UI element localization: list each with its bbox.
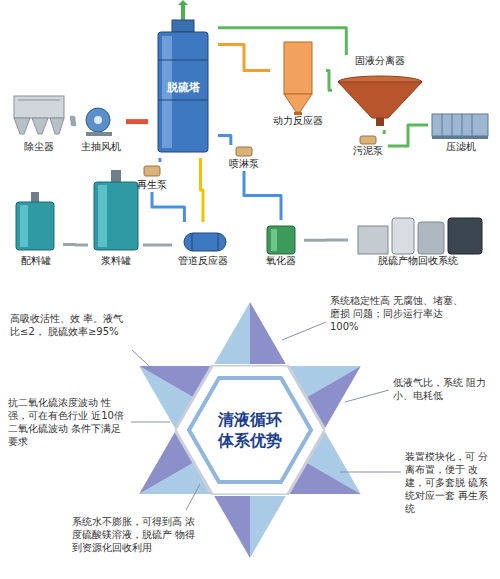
equipment-label-box: 除尘器 [8, 90, 70, 154]
pipe-connector [383, 130, 386, 134]
equipment-label: 喷淋泵 [229, 158, 259, 170]
equipment-label: 脱硫塔 [167, 81, 200, 95]
advantage-callout: 装置模块化，可 分离布置，便于 改建，可多套脱 硫系统对应一套 再生系统 [405, 450, 495, 515]
equipment-label-box: 喷淋泵 [222, 145, 266, 171]
equipment-label: 再生泵 [137, 179, 167, 191]
equipment-label: 污泥泵 [353, 145, 383, 157]
advantage-callout: 系统水不膨胀，可得到高 浓度硫酸镁溶液，脱硫产 物得到资源化回收利用 [72, 515, 200, 554]
fan-drawing [86, 108, 112, 136]
equipment-label: 动力反应器 [273, 115, 323, 127]
equipment-label-box: 脱硫产物回收系统 [348, 212, 488, 268]
hexagon-shape [175, 365, 325, 495]
equipment-label-box: 氧化器 [258, 220, 304, 268]
equipment-label-box: 主抽风机 [76, 100, 126, 154]
advantage-callout: 系统稳定性高 无腐蚀、堵塞、磨损 问题；同步运行率达 100% [330, 294, 470, 333]
pipeline-reactor-drawing [184, 233, 226, 251]
advantage-callout: 低液气比，系统 阻力小、电耗低 [393, 376, 495, 402]
pipe-connector [218, 28, 346, 55]
tower-box: 脱硫塔 [148, 18, 218, 158]
equipment-label-box: 动力反应器 [270, 38, 326, 128]
equipment-label-box: 管道反应器 [172, 222, 234, 268]
equipment-label: 固液分离器 [355, 55, 405, 67]
pipe-connector [158, 158, 161, 162]
pump-drawing [360, 136, 376, 144]
pipe-connector [201, 158, 204, 222]
pipe-connector [152, 192, 184, 222]
pipe-connector [326, 70, 332, 90]
leader-line [131, 322, 401, 510]
equipment-label: 浆料罐 [101, 255, 131, 267]
center-hexagon: 清液循环 体系优势 [175, 365, 325, 495]
pipe-connector [244, 171, 281, 220]
pipe-connector [218, 45, 270, 71]
equipment-label: 主抽风机 [81, 141, 121, 153]
equipment-label-box: 固液分离器 [332, 55, 427, 130]
hexagon-outline [175, 365, 325, 495]
equipment-label: 配料罐 [21, 255, 51, 267]
filter-press-drawing [432, 114, 488, 139]
pipe-connector [70, 118, 76, 124]
advantage-callout: 抗二氧化硫浓度波动 性强，可在有色行业 近10倍二氧化硫波动 条件下满足要求 [8, 396, 128, 448]
oxidizer-drawing [267, 226, 295, 254]
pipe-connector [304, 239, 348, 242]
hexagon-ring [189, 378, 311, 482]
pipe-connector [388, 125, 428, 146]
equipment-label: 管道反应器 [178, 255, 228, 267]
center-title: 清液循环 体系优势 [213, 409, 287, 451]
pump-drawing [236, 147, 252, 156]
pipe-connector [126, 119, 148, 124]
equipment-label-box: 污泥泵 [348, 134, 388, 158]
equipment-label-box: 浆料罐 [88, 168, 143, 268]
equipment-label: 氧化器 [266, 255, 296, 267]
advantage-callout: 高吸收活性、效 率。液气比≤2， 脱硫效率≥95% [10, 312, 130, 338]
recovery-system-drawing [358, 218, 482, 254]
desulfurization-tower-drawing [158, 0, 208, 152]
pipe-connector [143, 244, 172, 247]
dust-collector-drawing [14, 96, 64, 134]
separator-drawing [338, 76, 422, 126]
tank-drawing [16, 192, 54, 250]
equipment-label-box: 压滤机 [428, 108, 494, 154]
reactor-drawing [284, 42, 312, 115]
pipe-connector [218, 136, 231, 145]
equipment-label: 压滤机 [446, 141, 476, 153]
pump-drawing [144, 166, 160, 176]
equipment-label-box: 配料罐 [8, 190, 63, 268]
equipment-label: 除尘器 [24, 141, 54, 153]
pipe-connector [63, 243, 88, 246]
tank-drawing [94, 170, 138, 250]
equipment-label-box: 再生泵 [132, 162, 172, 192]
equipment-label: 脱硫产物回收系统 [378, 255, 458, 267]
